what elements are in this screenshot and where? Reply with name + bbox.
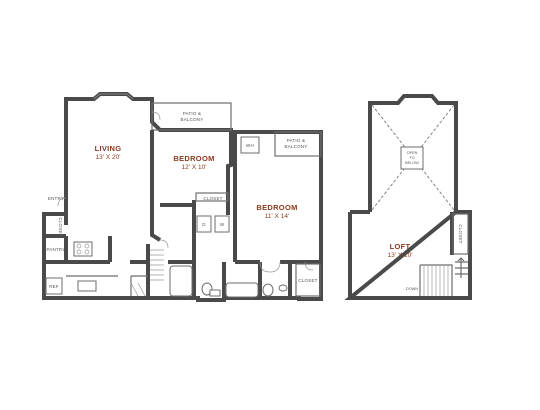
burner	[84, 249, 90, 255]
burner	[84, 243, 90, 249]
kitchen-walls	[44, 234, 112, 264]
patio1-door-swing	[151, 111, 161, 121]
washer	[214, 215, 230, 233]
main-stairs	[130, 249, 164, 297]
loft-name: LOFT	[390, 242, 411, 251]
bedroom2-closet-label: CLOSET	[298, 278, 317, 283]
open-label-2: TO	[409, 156, 414, 160]
washer-label: W	[220, 222, 225, 227]
loft-closet	[452, 213, 469, 255]
bedroom2-dims: 11' X 14'	[265, 213, 289, 220]
loft-closet-label: CLOSET	[458, 224, 463, 243]
bedroom1-name: BEDROOM	[173, 154, 214, 163]
entry-door-swing	[57, 197, 67, 207]
bathtub-1	[169, 265, 193, 297]
bedroom1-closet-label: CLOSET	[203, 196, 222, 201]
bedroom2-name: BEDROOM	[256, 203, 297, 212]
main-level: LIVING 13' X 20' BEDROOM 12' X 10' BEDRO…	[42, 92, 323, 302]
closet2-door-swing	[304, 261, 314, 271]
patio2-label-1: PATIO &	[287, 138, 306, 143]
ref-label: REF	[49, 284, 59, 289]
patio-1	[151, 102, 232, 131]
bath-walls	[168, 260, 292, 298]
vanity-1	[209, 289, 221, 297]
bedroom1-right-wall	[226, 132, 233, 215]
patio-2	[274, 131, 322, 157]
living-dims: 13' X 20'	[96, 154, 121, 161]
stair-wall	[130, 244, 150, 298]
kitchen-sink	[77, 280, 97, 292]
living-bedroom-wall	[150, 130, 162, 242]
patio1-label-1: PATIO &	[183, 111, 202, 116]
loft-outer-wall	[344, 210, 472, 300]
bedroom2-door-swing	[259, 261, 281, 273]
bedroom1-dims: 12' X 10'	[182, 164, 207, 171]
loft-dims: 13' X 10'	[388, 252, 413, 259]
entry-wall	[42, 214, 68, 236]
burner	[76, 243, 82, 249]
entry-closet-label: CLOSET	[58, 217, 63, 236]
living-name: LIVING	[95, 144, 122, 153]
water-heater-label: WH	[246, 143, 254, 148]
dryer-label: D	[202, 222, 206, 227]
bedroom2-closet	[295, 263, 321, 297]
bedroom1-bottom-wall	[160, 200, 196, 262]
refrigerator	[45, 277, 63, 295]
open-label-1: OPEN	[407, 151, 418, 155]
loft-level: LOFT 13' X 10' OPEN TO BELOW CLOSET DOWN	[344, 94, 472, 300]
bathtub-2	[225, 282, 259, 298]
dryer	[196, 215, 212, 233]
patio1-label-2: BALCONY	[181, 117, 204, 122]
entry-label: ENTRY	[48, 196, 64, 201]
stove	[73, 241, 93, 257]
down-label: DOWN	[406, 287, 418, 291]
water-heater	[240, 136, 260, 154]
open-to-below-walls	[368, 94, 458, 212]
living-bay-window	[93, 93, 134, 100]
loft-stairs	[419, 257, 468, 296]
open-label-3: BELOW	[405, 161, 419, 165]
bedroom1-closet	[195, 192, 229, 202]
open-to-below-marker	[400, 146, 424, 170]
patio2-label-2: BALCONY	[285, 144, 308, 149]
bedroom1-door-swing	[159, 239, 169, 249]
toilet-2	[262, 283, 274, 297]
burner	[76, 249, 82, 255]
pantry-label: PANTRY	[46, 247, 65, 252]
sink-2	[278, 284, 288, 292]
